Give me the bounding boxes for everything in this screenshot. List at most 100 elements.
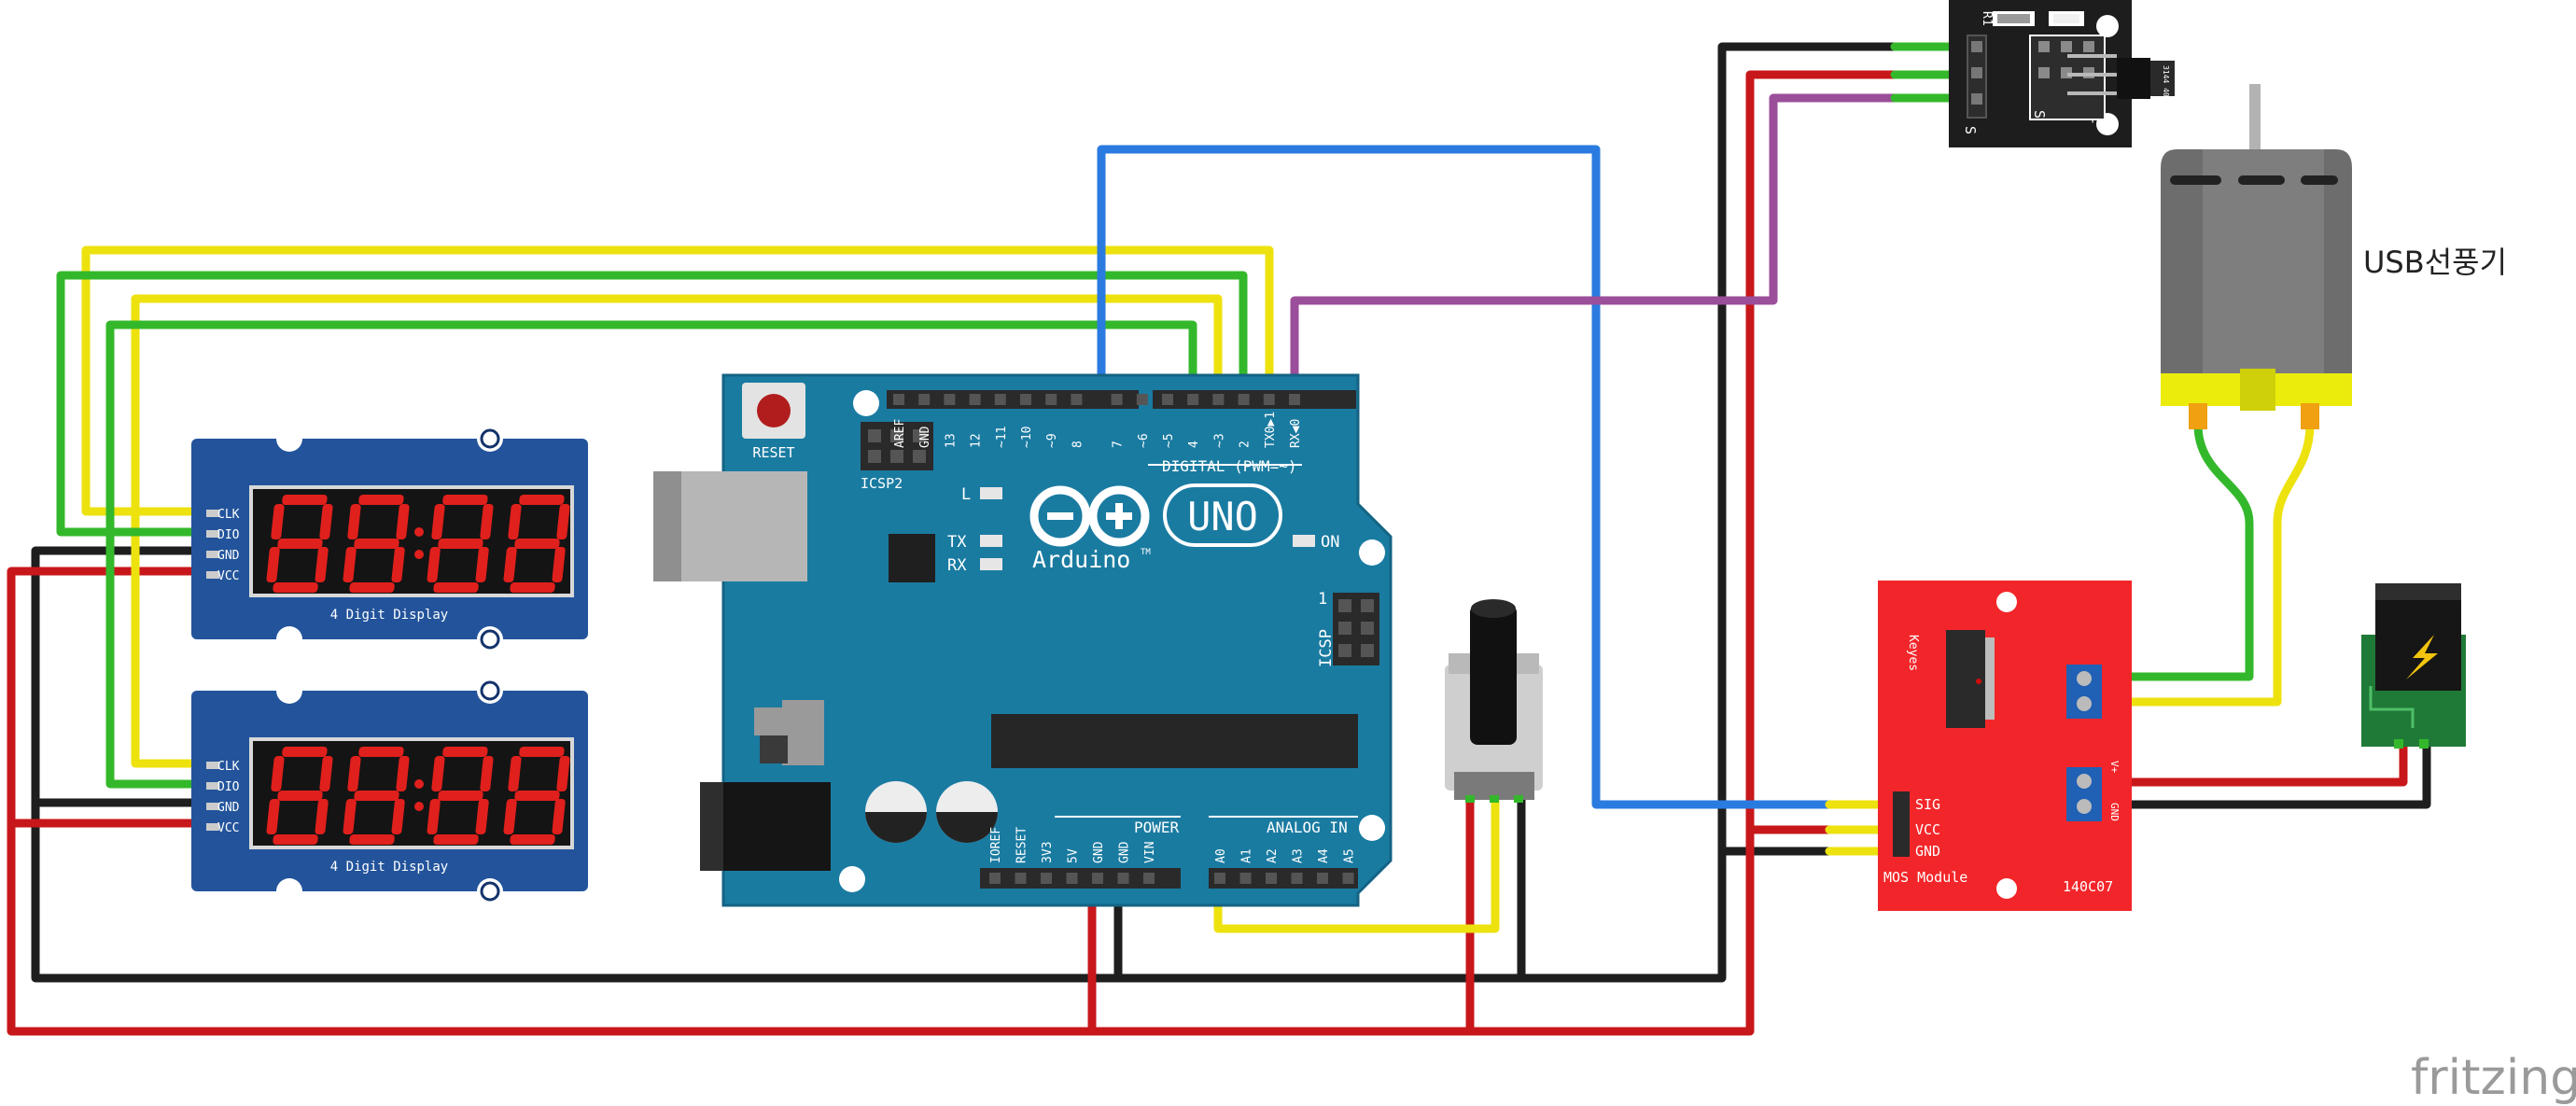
mos-gnd: GND — [1915, 843, 1940, 860]
digital-pin-label: 12 — [970, 433, 984, 448]
sensor-pin-s: S — [1962, 126, 1979, 134]
analog-pin[interactable] — [1239, 873, 1252, 884]
display-pins: CLK DIO GND VCC — [206, 760, 240, 835]
pin-label-gnd: GND — [217, 801, 240, 815]
digital-pin-label: GND — [918, 426, 932, 448]
uno-badge — [1163, 483, 1282, 547]
digit — [427, 747, 494, 845]
hall-sensor-module: R1 3144 401 S S - — [1949, 0, 2175, 147]
pin-label-vcc: VCC — [217, 569, 239, 583]
dc-power-jack-module — [2361, 583, 2466, 749]
digital-pin[interactable] — [1187, 394, 1199, 405]
led-on — [1293, 535, 1315, 547]
power-pin-label: VIN — [1143, 842, 1157, 863]
power-pin-label: GND — [1092, 841, 1106, 863]
pin-label-dio: DIO — [217, 528, 240, 542]
digital-pin[interactable] — [969, 394, 981, 405]
pin-label-dio: DIO — [217, 780, 240, 794]
digital-pin[interactable] — [1162, 394, 1173, 405]
power-pin[interactable] — [1015, 873, 1027, 884]
digital-pin[interactable] — [1020, 394, 1031, 405]
analog-pin-label: A1 — [1240, 848, 1254, 863]
digital-pin[interactable] — [918, 394, 931, 405]
digital-pin[interactable] — [944, 394, 956, 405]
digital-pin[interactable] — [1289, 394, 1300, 405]
power-pin[interactable] — [989, 873, 1001, 884]
mos-part: 140C07 — [2063, 878, 2113, 895]
digit — [343, 495, 410, 593]
arduino-label: Arduino — [1032, 546, 1130, 573]
digit — [503, 495, 570, 593]
digital-pin-label: 2 — [1239, 441, 1253, 448]
fritzing-watermark: fritzing — [2411, 1050, 2576, 1106]
power-pin[interactable] — [1143, 873, 1155, 884]
analog-pin[interactable] — [1342, 873, 1354, 884]
analog-header — [1209, 868, 1358, 889]
wire-yellow-clk — [81, 245, 1274, 768]
capacitors — [865, 781, 998, 843]
digital-pin-label: ~6 — [1137, 433, 1151, 448]
analog-pin-label: A4 — [1317, 848, 1331, 863]
power-pin-label: 3V3 — [1041, 842, 1055, 863]
sensor-pin-minus: - — [2085, 117, 2102, 125]
analog-pin[interactable] — [1266, 873, 1277, 884]
potentiometer[interactable] — [1445, 599, 1543, 803]
lightning-icon — [2406, 635, 2438, 679]
colon-dot — [414, 802, 424, 811]
power-header — [980, 868, 1181, 889]
digital-pin[interactable] — [1111, 394, 1123, 405]
digital-pin[interactable] — [1071, 394, 1083, 405]
power-pin-label: RESET — [1015, 827, 1029, 863]
mos-vcc: VCC — [1915, 821, 1940, 838]
power-pin[interactable] — [1066, 873, 1078, 884]
digital-pin[interactable] — [893, 394, 904, 405]
pin-label-clk: CLK — [217, 508, 240, 522]
analog-pin-label: A0 — [1214, 848, 1228, 863]
digit — [266, 495, 333, 593]
analog-pin[interactable] — [1317, 873, 1328, 884]
reset-button[interactable] — [742, 383, 805, 439]
digital-pin[interactable] — [1212, 394, 1225, 405]
digit — [427, 495, 494, 593]
led-rx — [980, 558, 1002, 570]
seven-segment-digits — [266, 747, 570, 845]
reset-label: RESET — [752, 444, 794, 461]
colon-dot — [414, 550, 424, 559]
digital-pin-label: ~5 — [1162, 433, 1176, 448]
icsp2-label: ICSP2 — [861, 475, 903, 492]
usb-fan-motor — [2161, 84, 2352, 429]
analog-pin[interactable] — [1291, 873, 1303, 884]
digital-pin-label: 4 — [1187, 441, 1201, 448]
digital-pin[interactable] — [1238, 394, 1250, 405]
mosfet-chip — [1946, 630, 1995, 728]
sensor-pin-s-2: S — [2031, 110, 2048, 119]
power-pin[interactable] — [1092, 873, 1103, 884]
power-pin-label: GND — [1118, 841, 1132, 863]
analog-pin[interactable] — [1214, 873, 1225, 884]
led-tx-label: TX — [947, 533, 967, 552]
mos-keyes: Keyes — [1906, 635, 1920, 671]
digital-pin[interactable] — [1045, 394, 1057, 405]
hall-effect-chip — [2117, 58, 2150, 99]
pin-label-gnd: GND — [217, 549, 240, 563]
icsp2-header — [861, 422, 933, 470]
mos-module: Keyes V+ GND SIG VCC GND MOS Module 140C… — [1878, 581, 2132, 911]
digital-pin[interactable] — [994, 394, 1006, 405]
led-l — [980, 487, 1002, 499]
display-pins: CLK DIO GND VCC — [206, 508, 240, 583]
led-rx-label: RX — [947, 556, 967, 575]
digit — [503, 747, 570, 845]
arduino-infinity-logo — [1029, 485, 1150, 547]
digital-pin-label: 8 — [1071, 441, 1085, 448]
digital-pin[interactable] — [1263, 394, 1275, 405]
usb-chip — [889, 534, 935, 582]
power-pin[interactable] — [1117, 873, 1129, 884]
digital-pin[interactable] — [1136, 394, 1148, 405]
four-digit-display-1: CLK DIO GND VCC 4 Digit Display — [191, 426, 588, 652]
power-pin[interactable] — [1041, 873, 1052, 884]
digital-pin-label: ~3 — [1212, 433, 1226, 448]
